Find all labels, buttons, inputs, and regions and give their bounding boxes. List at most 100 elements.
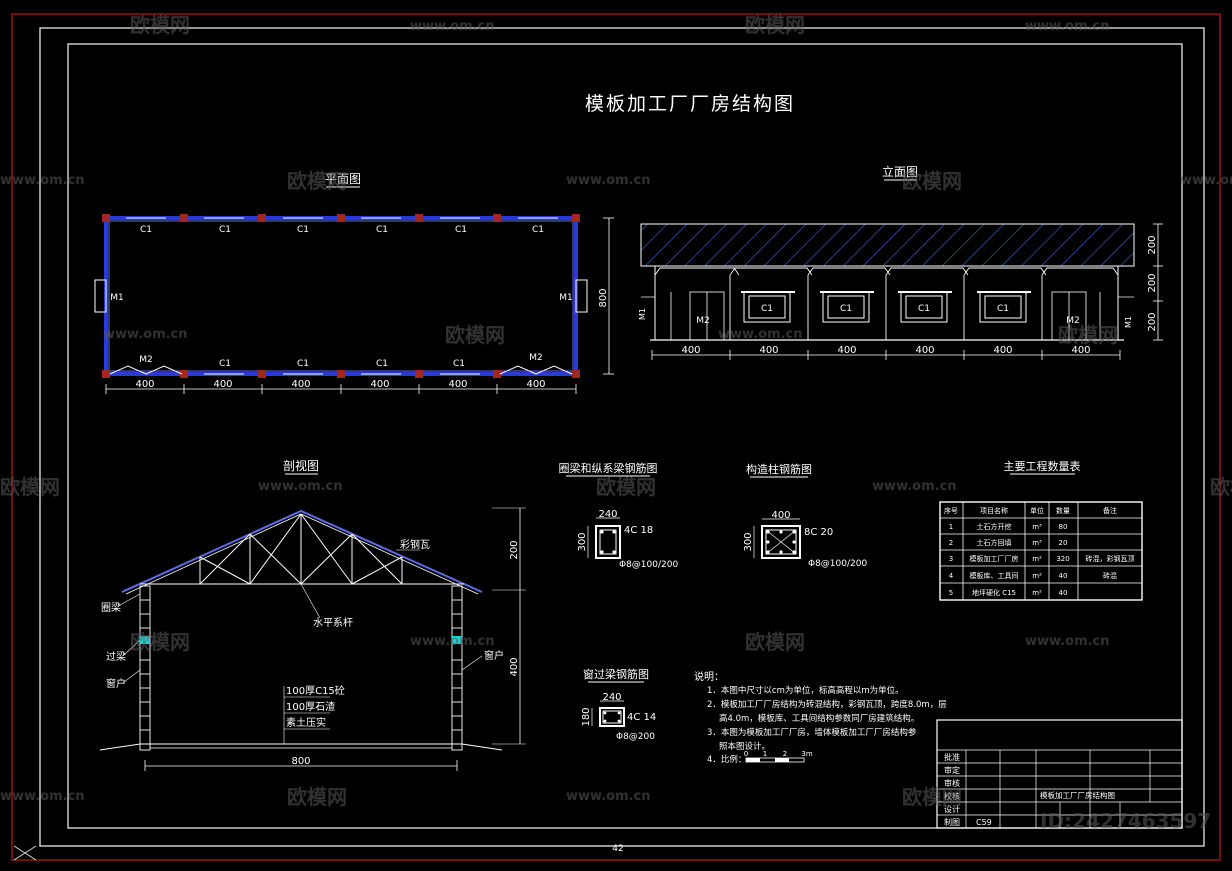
drawing-border: [67, 43, 1183, 829]
plan-window-label: C1: [140, 225, 152, 235]
plan-window-label: C1: [297, 225, 309, 235]
watermark-url: www.om.cn: [0, 789, 85, 804]
watermark-url: www.om.cn: [872, 479, 957, 494]
section-brace-label: 水平系杆: [313, 617, 353, 629]
plan-window-label: C1: [532, 225, 544, 235]
plan-dim: 400: [135, 379, 154, 390]
note-line: 4．比例：: [707, 754, 746, 765]
plan-title: 平面图: [325, 172, 361, 186]
qt-cell: 土石方回填: [977, 538, 1012, 547]
qt-cell: 土石方开挖: [977, 522, 1012, 531]
watermark-brand: 欧模网: [902, 169, 962, 193]
notes: 说明： 1．本图中尺寸以cm为单位，标高高程以m为单位。 2．模板加工厂厂房结构…: [694, 670, 947, 765]
qt-cell: 40: [1059, 572, 1068, 580]
qt-cell: 320: [1056, 555, 1069, 563]
plan-door-m1-right: M1: [559, 293, 573, 303]
note-line: 照本图设计。: [719, 741, 770, 752]
title-block-row: 批准: [944, 752, 960, 762]
elevation-door-m2-right: M2: [1066, 316, 1080, 326]
column-detail: 构造柱钢筋图 400 300 8C 20 Φ8@100/200: [743, 462, 867, 569]
ring-beam-detail: 圈梁和纵系梁钢筋图 240 300 4C 18 Φ8@100/200: [559, 461, 679, 570]
watermark-brand: 欧模网: [130, 13, 190, 37]
watermark-id: ID:2427463597: [1040, 809, 1211, 833]
note-line: 1．本图中尺寸以cm为单位，标高高程以m为单位。: [707, 685, 904, 696]
elevation-dim: 400: [915, 345, 934, 356]
watermark-brand: 欧模网: [902, 785, 962, 809]
qt-cell: 3: [949, 555, 953, 563]
qt-header: 序号: [944, 506, 958, 515]
title-block-row: 校核: [944, 791, 960, 801]
section-beam-label: 圈梁: [101, 601, 121, 614]
elevation-dim: 400: [993, 345, 1012, 356]
watermark-url: www.om.cn: [103, 327, 188, 342]
qt-cell: m³: [1032, 539, 1042, 547]
section-roof-label: 彩钢瓦: [400, 538, 430, 551]
column-height: 300: [743, 532, 754, 551]
column-main-bar: 8C 20: [804, 527, 833, 538]
title-block-scale: C59: [976, 818, 992, 827]
plan-dim: 400: [213, 379, 232, 390]
plan-window-label: C1: [297, 359, 309, 369]
qt-header: 备注: [1103, 506, 1117, 515]
elevation-roof: [640, 223, 1135, 267]
watermarks: 欧模网 欧模网 欧模网 欧模网 欧模网 欧模网 欧模网 欧模网 欧模网 欧模网 …: [0, 13, 1232, 833]
quantity-table-title: 主要工程数量表: [1004, 459, 1081, 473]
title-block-row: 制图: [944, 817, 960, 827]
title-block: 批准 审定 审核 校核 设计 制图 C59 模板加工厂厂房结构图: [936, 719, 1183, 829]
elevation-dim: 400: [837, 345, 856, 356]
plan-dim: 400: [291, 379, 310, 390]
note-line: 2．模板加工厂厂房结构为砖混结构，彩钢瓦顶，跨度8.0m，层: [707, 699, 947, 710]
plan-window-label: C1: [219, 359, 231, 369]
lintel-width: 240: [602, 692, 621, 703]
elevation-dim-h: 200: [1147, 312, 1158, 331]
lintel-height: 180: [581, 707, 592, 726]
watermark-url: www.om.cn: [1025, 19, 1110, 34]
ring-beam-height: 300: [577, 532, 588, 551]
watermark-brand: 欧模网: [130, 630, 190, 654]
elevation-window-label: C1: [918, 304, 930, 314]
plan-door-m1-left: M1: [110, 293, 124, 303]
column-width: 400: [771, 510, 790, 521]
watermark-brand: 欧模网: [745, 13, 805, 37]
notes-heading: 说明：: [694, 670, 724, 683]
section-span-dim: 800: [291, 756, 310, 767]
elevation-door-m1-left: M1: [638, 308, 647, 320]
lintel-stirrup: Φ8@200: [616, 732, 655, 742]
scale-mark: 0: [744, 750, 748, 758]
qt-cell: 砖混，彩钢瓦顶: [1086, 554, 1135, 563]
elevation-dim: 400: [759, 345, 778, 356]
plan-window-label: C1: [453, 359, 465, 369]
ring-beam-main-bar: 4C 18: [624, 525, 653, 536]
section-window-label: 窗户: [106, 677, 126, 690]
ring-beam-width: 240: [598, 509, 617, 520]
watermark-url: www.om.cn: [566, 789, 651, 804]
title-block-row: 审定: [944, 765, 960, 775]
elevation-door-m1-right: M1: [1124, 316, 1133, 328]
watermark-url: www.om.cn: [410, 634, 495, 649]
qt-cell: 4: [949, 572, 954, 580]
plan-dim: 400: [526, 379, 545, 390]
plan-view: 平面图 C1 C1 C1 C1 C1 C1 C1 C1 C1 C1: [94, 172, 614, 394]
column-title: 构造柱钢筋图: [746, 462, 812, 476]
qt-cell: 模板加工厂厂房: [970, 554, 1019, 563]
lintel-detail: 窗过梁钢筋图 240 180 4C 14 Φ8@200: [581, 667, 656, 742]
lintel-main-bar: 4C 14: [627, 712, 656, 723]
elevation-window-label: C1: [840, 304, 852, 314]
qt-cell: 1: [949, 523, 953, 531]
qt-header: 数量: [1056, 506, 1070, 515]
scale-mark: 2: [783, 750, 787, 758]
qt-cell: 2: [949, 539, 953, 547]
plan-dim: 400: [448, 379, 467, 390]
qt-cell: 地坪硬化 C15: [972, 588, 1016, 597]
plan-dim: 400: [370, 379, 389, 390]
qt-header: 项目名称: [980, 506, 1008, 515]
ring-beam-title: 圈梁和纵系梁钢筋图: [559, 461, 658, 475]
watermark-brand: 欧模网: [445, 323, 505, 347]
section-lintel-label: 过梁: [106, 650, 126, 663]
qt-header: 单位: [1030, 506, 1044, 515]
watermark-url: www.om.cn: [258, 479, 343, 494]
ucs-icon: [13, 845, 37, 861]
outer-frame: [11, 13, 1221, 861]
watermark-url: www.om.cn: [410, 19, 495, 34]
elevation-dim: 400: [681, 345, 700, 356]
